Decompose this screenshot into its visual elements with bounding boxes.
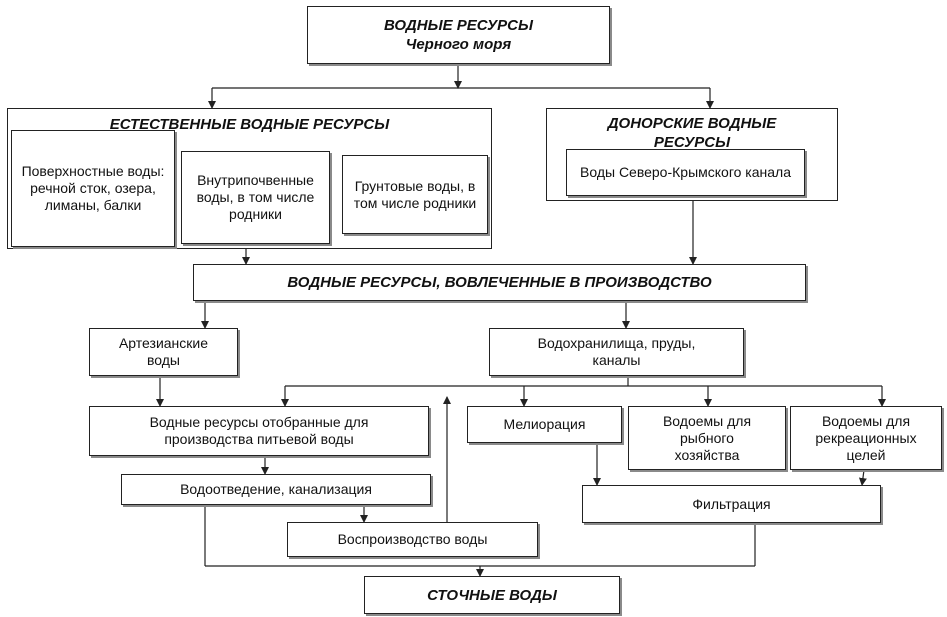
sewerage-label: Водоотведение, канализация xyxy=(180,481,372,497)
involved-resources-box: ВОДНЫЕ РЕСУРСЫ, ВОВЛЕЧЕННЫЕ В ПРОИЗВОДСТ… xyxy=(193,264,806,301)
reproduction-label: Воспроизводство воды xyxy=(337,531,488,547)
north-crimean-canal-label: Воды Северо-Крымского канала xyxy=(580,164,791,180)
filtration-label: Фильтрация xyxy=(692,495,771,512)
top-water-resources-box: ВОДНЫЕ РЕСУРСЫ Черного моря xyxy=(307,6,610,64)
melioration-label: Мелиорация xyxy=(503,416,586,432)
filtration-box: Фильтрация xyxy=(582,485,881,523)
drinking-water-box: Водные ресурсы отобранные для производст… xyxy=(89,406,429,456)
drinking-water-label: Водные ресурсы отобранные для производст… xyxy=(149,414,369,447)
north-crimean-canal-box: Воды Северо-Крымского канала xyxy=(566,149,805,196)
sewerage-box: Водоотведение, канализация xyxy=(121,474,431,505)
fish-farming-box: Водоемы для рыбного хозяйства xyxy=(628,406,786,470)
top-subtitle: Черного моря xyxy=(405,36,512,53)
reproduction-box: Воспроизводство воды xyxy=(287,522,538,557)
donor-resources-title: ДОНОРСКИЕ ВОДНЫЕ РЕСУРСЫ xyxy=(607,115,777,151)
recreation-label: Водоемы для рекреационных целей xyxy=(815,412,917,463)
ground-waters-box: Грунтовые воды, в том числе родники xyxy=(342,155,488,234)
reservoirs-label: Водохранилища, пруды, каналы xyxy=(537,335,696,368)
natural-resources-title: ЕСТЕСТВЕННЫЕ ВОДНЫЕ РЕСУРСЫ xyxy=(109,116,390,133)
recreation-box: Водоемы для рекреационных целей xyxy=(790,406,942,470)
surface-waters-box: Поверхностные воды: речной сток, озера, … xyxy=(11,130,175,247)
surface-waters-label: Поверхностные воды: речной сток, озера, … xyxy=(21,163,165,213)
melioration-box: Мелиорация xyxy=(467,406,622,443)
reservoirs-box: Водохранилища, пруды, каналы xyxy=(489,328,744,376)
artesian-waters-label: Артезианские воды xyxy=(118,335,209,368)
subsoil-waters-label: Внутрипочвенные воды, в том числе родник… xyxy=(196,172,315,222)
fish-farming-label: Водоемы для рыбного хозяйства xyxy=(662,412,752,463)
wastewater-label: СТОЧНЫЕ ВОДЫ xyxy=(427,586,557,604)
wastewater-box: СТОЧНЫЕ ВОДЫ xyxy=(364,576,620,614)
ground-waters-label: Грунтовые воды, в том числе родники xyxy=(353,177,477,211)
involved-resources-label: ВОДНЫЕ РЕСУРСЫ, ВОВЛЕЧЕННЫЕ В ПРОИЗВОДСТ… xyxy=(287,274,712,291)
top-title: ВОДНЫЕ РЕСУРСЫ xyxy=(383,17,534,34)
subsoil-waters-box: Внутрипочвенные воды, в том числе родник… xyxy=(181,151,330,244)
artesian-waters-box: Артезианские воды xyxy=(89,328,238,376)
